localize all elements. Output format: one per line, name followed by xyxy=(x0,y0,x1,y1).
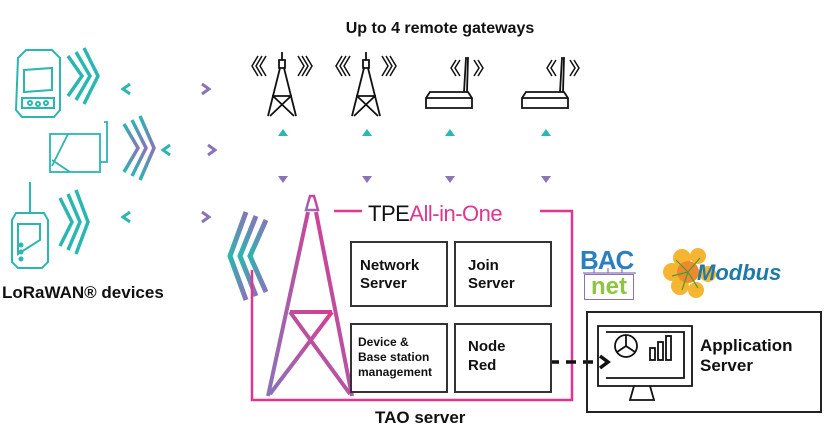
module-label: Red xyxy=(468,357,497,374)
lorawan-devices-label: LoRaWAN® devices xyxy=(2,283,164,302)
signal-waves-icon xyxy=(66,47,100,105)
signal-waves-icon xyxy=(227,211,269,301)
module-label: Device & xyxy=(358,335,409,349)
monitor-dashboard-icon xyxy=(597,325,693,401)
bacnet-logo-top: BAC xyxy=(580,245,634,275)
tao-server-frame xyxy=(250,209,574,402)
arrow-head xyxy=(201,210,212,224)
modbus-logo-text: Modbus xyxy=(697,260,782,285)
arrow-head xyxy=(207,143,218,157)
bacnet-logo-bottom: net xyxy=(584,274,634,300)
module-label: Server xyxy=(468,275,515,292)
node-red-box: Node Red xyxy=(454,323,552,393)
network-server-box: Network Server xyxy=(350,241,448,307)
tracker-device-icon xyxy=(11,182,49,269)
app-label-line: Server xyxy=(700,356,753,375)
arrow-head xyxy=(598,354,611,370)
modbus-logo-icon xyxy=(663,248,716,298)
gateway-tower-icon xyxy=(335,52,397,117)
signal-waves-icon xyxy=(122,115,156,181)
tao-server-label: TAO server xyxy=(375,408,466,427)
vertical-arrows xyxy=(278,129,551,183)
product-name: All-in-One xyxy=(409,201,503,226)
join-server-box: Join Server xyxy=(454,241,552,307)
gateways-title: Up to 4 remote gateways xyxy=(345,20,535,37)
arrow-head xyxy=(120,210,131,224)
gateway-router-icon xyxy=(425,57,484,109)
app-label-line: Application xyxy=(700,336,793,355)
arrow-head xyxy=(120,82,131,96)
sensor-box-icon xyxy=(49,121,108,173)
arrow-head xyxy=(160,143,171,157)
module-label: Network xyxy=(360,257,420,274)
application-server-label: Application Server xyxy=(700,336,793,376)
product-prefix: TPE xyxy=(368,201,410,226)
signal-waves-icon xyxy=(58,189,90,255)
module-label: Base station xyxy=(358,350,430,364)
device-management-box: Device & Base station management xyxy=(350,323,448,393)
base-station-tower-icon xyxy=(266,186,354,397)
module-label: management xyxy=(358,365,433,379)
gateway-tower-icon xyxy=(251,52,313,117)
handheld-device-icon xyxy=(14,49,61,118)
module-label: Node xyxy=(468,338,506,355)
product-title: TPEAll-in-One xyxy=(368,201,503,227)
application-server-box xyxy=(586,311,822,413)
module-label: Server xyxy=(360,275,407,292)
bacnet-logo-lines xyxy=(583,268,636,274)
gateway-router-icon xyxy=(521,57,580,109)
arrow-head xyxy=(201,82,212,96)
module-label: Join xyxy=(468,257,499,274)
